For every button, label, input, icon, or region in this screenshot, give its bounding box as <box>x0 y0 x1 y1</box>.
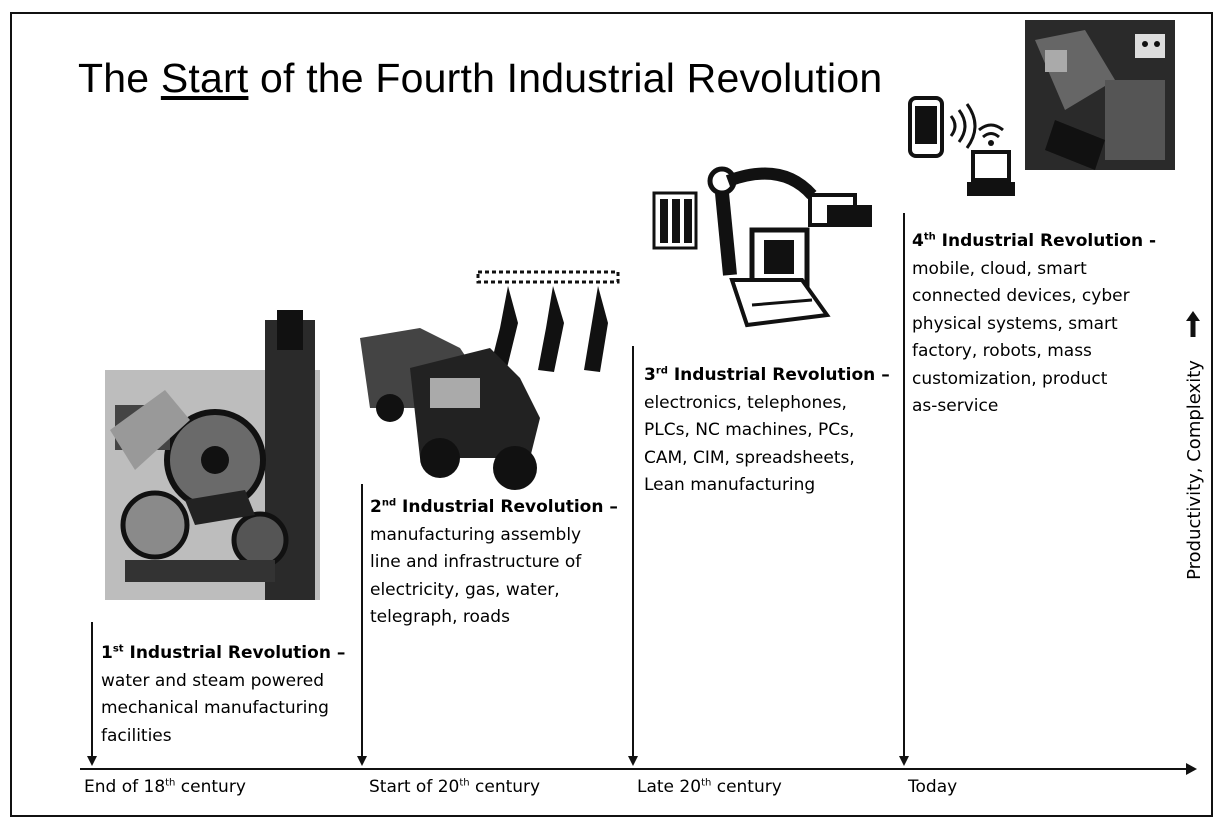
vertical-axis-label: Productivity, Complexity <box>1184 360 1205 580</box>
stage-3-marker-line <box>632 346 634 760</box>
stage-4-heading: 4th Industrial Revolution - <box>912 231 1157 251</box>
steam-engine-illustration <box>105 310 320 600</box>
stage-4-marker-arrowhead <box>899 756 909 766</box>
stage-4-description: 4th Industrial Revolution - mobile, clou… <box>912 231 1157 416</box>
period-label-3: Late 20th century <box>637 777 782 797</box>
stage-2-marker-line <box>361 484 363 760</box>
title-emphasis: Start <box>160 55 249 101</box>
stage-1-description: 1st Industrial Revolution – water and st… <box>101 643 346 746</box>
assembly-line-cars-illustration <box>360 270 620 490</box>
stage-2-marker-arrowhead <box>357 756 367 766</box>
timeline-axis <box>80 768 1192 770</box>
smart-devices-robots-illustration <box>908 20 1175 196</box>
robot-arm-computer-illustration <box>652 166 872 328</box>
period-label-4: Today <box>908 777 958 797</box>
stage-1-marker-arrowhead <box>87 756 97 766</box>
stage-1-heading: 1st Industrial Revolution – <box>101 643 346 663</box>
slide-title: The Start of the Fourth Industrial Revol… <box>78 55 883 101</box>
stage-1-marker-line <box>91 622 93 760</box>
stage-4-marker-line <box>903 213 905 760</box>
stage-2-description: 2nd Industrial Revolution – manufacturin… <box>370 497 618 627</box>
stage-3-heading: 3rd Industrial Revolution – <box>644 365 890 385</box>
stage-3-marker-arrowhead <box>628 756 638 766</box>
timeline-arrowhead <box>1186 763 1197 775</box>
up-arrow-icon <box>1186 311 1200 337</box>
stage-2-heading: 2nd Industrial Revolution – <box>370 497 618 517</box>
period-label-1: End of 18th century <box>84 777 246 797</box>
period-label-2: Start of 20th century <box>369 777 541 797</box>
stage-3-description: 3rd Industrial Revolution – electronics,… <box>644 365 890 495</box>
